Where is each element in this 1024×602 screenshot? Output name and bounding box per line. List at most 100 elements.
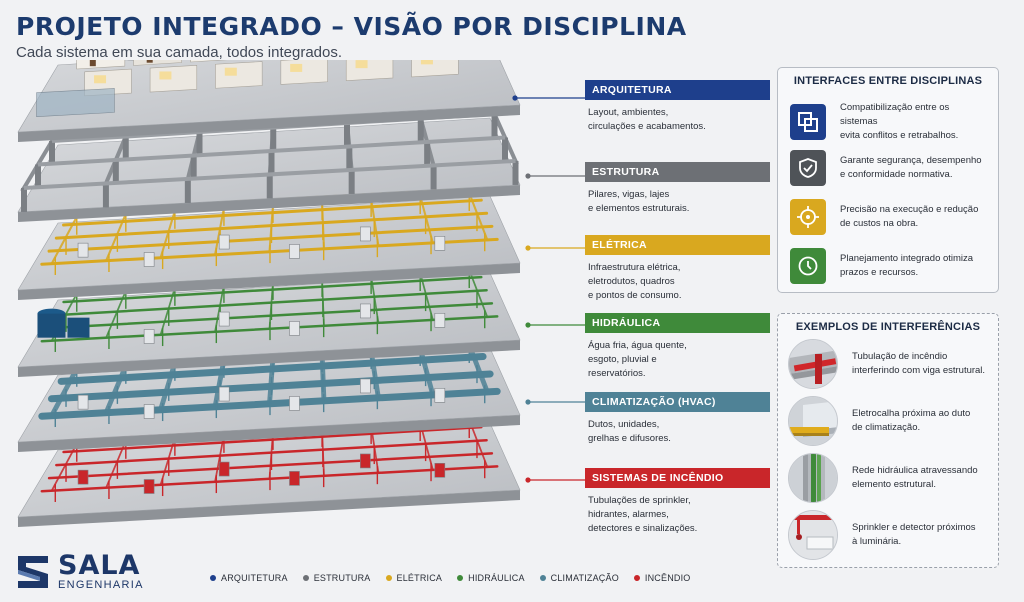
layer-electrical (17, 185, 521, 300)
equipment-unit (218, 461, 230, 477)
column (346, 146, 353, 171)
discipline-hvac: CLIMATIZAÇÃO (HVAC) Dutos, unidades,grel… (585, 392, 770, 446)
room-wall (411, 60, 459, 78)
compatibility-icon (790, 104, 826, 140)
equipment-unit (77, 394, 89, 410)
sala-logo: SALA ENGENHARIA (14, 552, 144, 592)
page-title: PROJETO INTEGRADO – VISÃO POR DISCIPLINA (16, 12, 687, 41)
slab-edge (18, 340, 520, 377)
window-light (355, 60, 368, 69)
discipline-description: Água fria, água quente,esgoto, pluvial e… (588, 340, 687, 379)
slab-edge (18, 490, 520, 527)
column (348, 169, 355, 194)
column (266, 174, 273, 199)
equipment-unit (77, 469, 89, 485)
discipline-description: Tubulações de sprinkler,hidrantes, alarm… (588, 495, 698, 534)
equipment-unit (360, 378, 371, 394)
equipment-unit (289, 244, 300, 259)
page-subtitle: Cada sistema em sua camada, todos integr… (16, 44, 343, 61)
column (344, 123, 350, 148)
column (122, 136, 129, 161)
column (424, 142, 431, 166)
window-light (224, 67, 237, 76)
column (417, 118, 424, 143)
equipment-unit (434, 236, 446, 251)
discipline-electrical: ELÉTRICA Infraestrutura elétrica,eletrod… (585, 235, 770, 303)
leader-dot (525, 322, 531, 328)
column (184, 178, 191, 203)
column (49, 141, 55, 166)
column (190, 155, 197, 180)
interfaces-title: INTERFACES ENTRE DISCIPLINAS (793, 75, 983, 87)
column (512, 160, 519, 185)
equipment-unit (143, 404, 155, 419)
discipline-header: HIDRÁULICA (585, 313, 770, 333)
column (430, 165, 437, 190)
legend-dot (457, 575, 464, 581)
legend-item: ESTRUTURA (302, 573, 371, 583)
legend-item: ARQUITETURA (210, 573, 288, 583)
clock-icon (790, 248, 826, 284)
equipment-unit (218, 234, 230, 250)
discipline-architecture: ARQUITETURA Layout, ambientes,circulaçõe… (585, 80, 770, 134)
column (268, 151, 275, 175)
equipment-unit (218, 311, 230, 327)
glass-wall (36, 88, 115, 118)
discipline-header: ARQUITETURA (585, 80, 770, 100)
discipline-fire: SISTEMAS DE INCÊNDIO Tubulações de sprin… (585, 468, 770, 536)
column (491, 114, 498, 139)
equipment-unit (289, 396, 300, 411)
discipline-description: Dutos, unidades,grelhas e difusores. (588, 419, 671, 444)
discipline-header: ESTRUTURA (585, 162, 770, 182)
room-wall (215, 61, 263, 89)
slab-edge (18, 185, 520, 222)
target-icon (790, 199, 826, 235)
window-light (94, 75, 107, 84)
beam (37, 135, 506, 167)
column (502, 137, 508, 162)
equipment-unit (360, 453, 371, 469)
room-wall (149, 65, 198, 93)
leader-dot (525, 173, 531, 179)
pipe-structure-thumbnail (788, 453, 838, 503)
brand-name: SALA (58, 550, 141, 581)
beam (23, 158, 516, 190)
equipment-unit (289, 321, 300, 336)
legend-dot (385, 575, 392, 581)
window-light (159, 71, 172, 80)
leader-dot (525, 399, 531, 405)
water-tank (67, 317, 90, 338)
interfaces-panel: INTERFACES ENTRE DISCIPLINAS Compatibili… (777, 67, 999, 293)
interference-examples-panel: EXEMPLOS DE INTERFERÊNCIAS Tubulação de … (777, 313, 999, 568)
fire-pipe-beam-thumbnail (788, 339, 838, 389)
equipment-unit (143, 252, 155, 267)
equipment-unit (434, 387, 446, 403)
legend-dot (633, 575, 640, 581)
sala-logo-mark (18, 556, 48, 588)
slab-top (17, 60, 521, 133)
legend-dot (539, 575, 546, 581)
discipline-description: Infraestrutura elétrica,eletrodutos, qua… (588, 262, 682, 301)
discipline-hydraulic: HIDRÁULICA Água fria, água quente,esgoto… (585, 313, 770, 381)
discipline-header: ELÉTRICA (585, 235, 770, 255)
room-wall (76, 60, 126, 70)
legend-item: CLIMATIZAÇÃO (539, 573, 619, 583)
column (196, 132, 203, 157)
slab-edge (18, 263, 520, 300)
room-wall (133, 60, 183, 66)
discipline-header: SISTEMAS DE INCÊNDIO (585, 468, 770, 488)
water-tank (37, 313, 66, 338)
equipment-unit (289, 471, 300, 486)
